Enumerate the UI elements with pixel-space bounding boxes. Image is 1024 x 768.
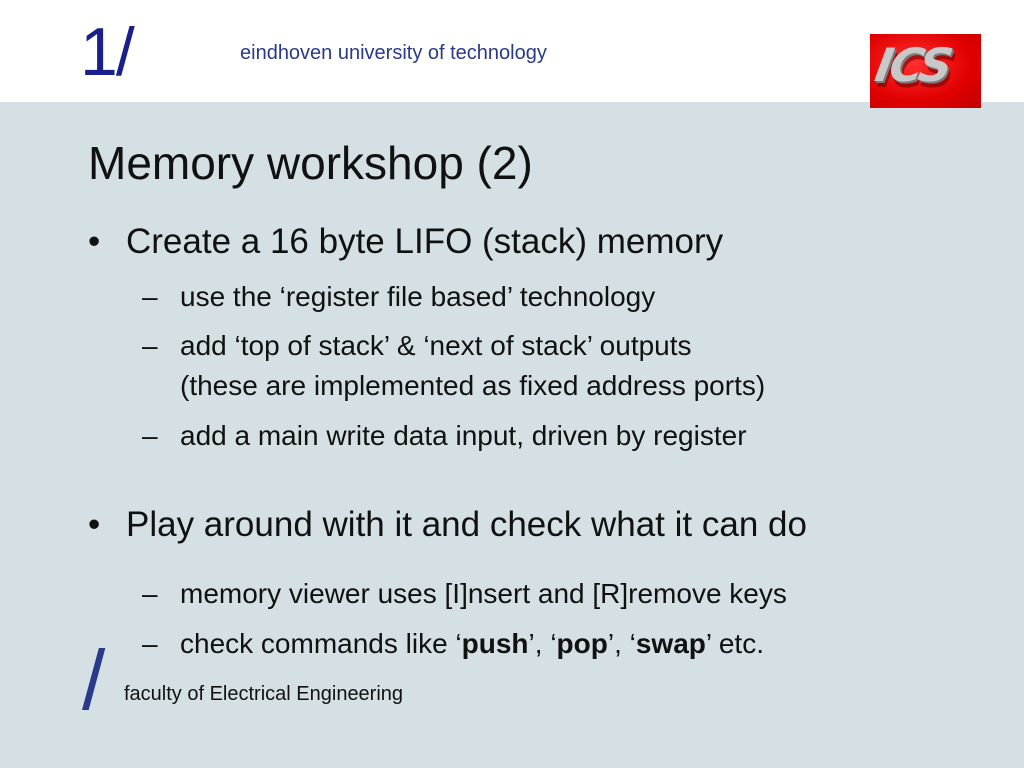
sub-text: memory viewer uses [I]nsert and [R]remov… bbox=[180, 578, 787, 609]
bullet-text: Create a 16 byte LIFO (stack) memory bbox=[126, 222, 724, 261]
commands-prefix: check commands like ‘ bbox=[180, 628, 462, 659]
command-pop: pop bbox=[556, 628, 608, 659]
sub-item-commands: –check commands like ‘push’, ‘pop’, ‘swa… bbox=[142, 628, 764, 660]
commands-suffix: ’ etc. bbox=[705, 628, 764, 659]
faculty-name: faculty of Electrical Engineering bbox=[124, 683, 404, 705]
command-swap: swap bbox=[635, 628, 706, 659]
dash-marker: – bbox=[142, 420, 158, 451]
header-bar: 1/ eindhoven university of technology IC… bbox=[0, 0, 1024, 108]
sub-text: use the ‘register file based’ technology bbox=[180, 281, 656, 312]
footer-slash-mark: / bbox=[82, 633, 106, 727]
bullet-marker: • bbox=[88, 222, 101, 261]
sub-item: –add ‘top of stack’ & ‘next of stack’ ou… bbox=[142, 330, 692, 362]
sub-item: –use the ‘register file based’ technolog… bbox=[142, 281, 655, 313]
bullet-item-1: • Create a 16 byte LIFO (stack) memory bbox=[88, 222, 723, 262]
command-push: push bbox=[461, 628, 529, 659]
dash-marker: – bbox=[142, 330, 158, 361]
bullet-text: Play around with it and check what it ca… bbox=[126, 505, 807, 544]
tue-logo-mark: 1/ bbox=[80, 14, 135, 90]
commands-separator: ’, ‘ bbox=[607, 628, 636, 659]
sub-item: –add a main write data input, driven by … bbox=[142, 420, 747, 452]
dash-marker: – bbox=[142, 578, 158, 609]
sub-text: add ‘top of stack’ & ‘next of stack’ out… bbox=[180, 330, 692, 361]
dash-marker: – bbox=[142, 628, 158, 659]
commands-separator: ’, ‘ bbox=[528, 628, 557, 659]
sub-item-continuation: (these are implemented as fixed address … bbox=[180, 370, 766, 401]
university-name: eindhoven university of technology bbox=[240, 42, 547, 64]
ics-logo: ICS bbox=[870, 34, 981, 108]
slide-title: Memory workshop (2) bbox=[88, 137, 533, 189]
ics-logo-text: ICS bbox=[871, 38, 955, 92]
sub-item: –memory viewer uses [I]nsert and [R]remo… bbox=[142, 578, 787, 610]
bullet-marker: • bbox=[88, 505, 101, 544]
sub-text: add a main write data input, driven by r… bbox=[180, 420, 747, 451]
dash-marker: – bbox=[142, 281, 158, 312]
bullet-item-2: • Play around with it and check what it c… bbox=[88, 505, 807, 545]
